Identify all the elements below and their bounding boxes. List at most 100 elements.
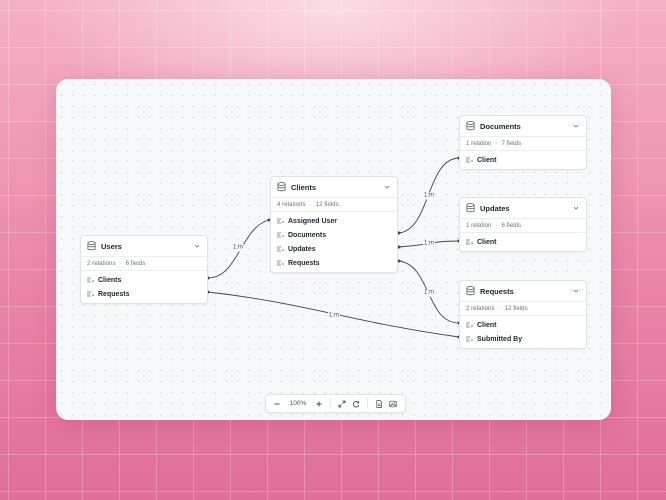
table-meta: 1 relation · 6 fields <box>460 219 586 233</box>
edge-label: 1:m <box>422 192 436 200</box>
database-icon <box>466 203 475 213</box>
table-card-users[interactable]: Users 2 relations · 6 fields Clients Req… <box>80 235 208 304</box>
file-icon <box>376 399 382 408</box>
fields-count: 12 fields <box>315 201 339 208</box>
zoom-in-button[interactable] <box>312 397 326 411</box>
zoom-out-button[interactable] <box>270 397 284 411</box>
field-list: Clients Requests <box>81 271 207 303</box>
meta-separator: · <box>498 305 501 312</box>
table-header[interactable]: Requests <box>460 281 586 302</box>
minus-icon <box>274 403 280 404</box>
table-title: Updates <box>480 203 510 213</box>
refresh-icon <box>352 400 360 407</box>
chevron-down-icon[interactable] <box>383 183 391 191</box>
field-list: Client <box>460 151 586 169</box>
table-card-clients[interactable]: Clients 4 relations · 12 fields Assigned… <box>270 176 398 273</box>
diagram-canvas[interactable]: 1:m 1:m 1:m 1:m 1:m Users 2 relations · … <box>56 79 611 420</box>
table-header[interactable]: Updates <box>460 198 586 219</box>
edge-label: 1:m <box>231 244 245 252</box>
field-name: Client <box>477 321 497 329</box>
field-list: Client <box>460 233 586 251</box>
export-pdf-button[interactable] <box>372 397 386 411</box>
table-card-requests[interactable]: Requests 2 relations · 12 fields Client … <box>459 280 587 349</box>
edge-dot <box>397 259 401 263</box>
database-icon <box>87 241 96 251</box>
fields-count: 6 fields <box>125 260 146 267</box>
edge-label: 1:m <box>422 240 436 248</box>
field-row[interactable]: Documents <box>271 228 397 242</box>
database-icon <box>466 286 475 296</box>
field-row[interactable]: Updates <box>271 242 397 256</box>
relation-field-icon <box>87 291 94 297</box>
chevron-down-icon[interactable] <box>572 204 580 212</box>
chevron-down-icon[interactable] <box>193 242 201 250</box>
relations-count: 1 relation <box>466 222 492 229</box>
field-name: Documents <box>288 231 327 239</box>
table-meta: 4 relations · 12 fields <box>271 198 397 212</box>
database-icon <box>466 121 475 131</box>
field-row[interactable]: Client <box>460 153 586 167</box>
table-header[interactable]: Documents <box>460 116 586 137</box>
field-name: Assigned User <box>288 217 338 225</box>
table-card-documents[interactable]: Documents 1 relation · 7 fields Client <box>459 115 587 170</box>
field-name: Clients <box>98 276 122 284</box>
zoom-level: 100% <box>289 400 307 407</box>
edge-dot <box>397 231 401 235</box>
field-row[interactable]: Client <box>460 318 586 332</box>
fields-count: 7 fields <box>501 140 522 147</box>
relation-field-icon <box>466 157 473 163</box>
fields-count: 6 fields <box>501 222 522 229</box>
meta-separator: · <box>309 201 312 208</box>
table-card-updates[interactable]: Updates 1 relation · 6 fields Client <box>459 197 587 252</box>
field-name: Requests <box>288 259 320 267</box>
field-name: Client <box>477 238 497 246</box>
field-row[interactable]: Requests <box>271 256 397 270</box>
relation-field-icon <box>466 322 473 328</box>
table-title: Clients <box>291 182 317 192</box>
table-title: Requests <box>480 286 514 296</box>
meta-separator: · <box>119 260 122 267</box>
relation-field-icon <box>277 232 284 238</box>
field-row[interactable]: Client <box>460 235 586 249</box>
relation-field-icon <box>277 260 284 266</box>
relations-count: 2 relations <box>87 260 116 267</box>
table-title: Documents <box>480 121 521 131</box>
table-meta: 2 relations · 6 fields <box>81 257 207 271</box>
relation-field-icon <box>277 218 284 224</box>
relations-count: 4 relations <box>277 201 306 208</box>
relation-field-icon <box>466 239 473 245</box>
image-icon <box>389 400 397 407</box>
relations-count: 2 relations <box>466 305 495 312</box>
fields-count: 12 fields <box>504 305 528 312</box>
field-list: Assigned User Documents Updates Requests <box>271 212 397 272</box>
relation-field-icon <box>277 246 284 252</box>
canvas-toolbar: 100% <box>265 394 406 413</box>
table-header[interactable]: Clients <box>271 177 397 198</box>
fit-view-button[interactable] <box>335 397 349 411</box>
meta-separator: · <box>495 222 498 229</box>
field-row[interactable]: Assigned User <box>271 214 397 228</box>
expand-icon <box>338 400 346 407</box>
field-list: Client Submitted By <box>460 316 586 348</box>
toolbar-divider <box>367 398 368 409</box>
field-row[interactable]: Requests <box>81 287 207 301</box>
edge-label: 1:m <box>422 289 436 297</box>
chevron-down-icon[interactable] <box>572 287 580 295</box>
table-title: Users <box>101 241 122 251</box>
field-row[interactable]: Clients <box>81 273 207 287</box>
table-header[interactable]: Users <box>81 236 207 257</box>
field-name: Requests <box>98 290 130 298</box>
reset-layout-button[interactable] <box>349 397 363 411</box>
table-meta: 1 relation · 7 fields <box>460 137 586 151</box>
edge-dot <box>397 245 401 249</box>
edge-label: 1:m <box>327 312 341 320</box>
relations-count: 1 relation <box>466 140 492 147</box>
database-icon <box>277 182 286 192</box>
plus-icon <box>316 401 322 406</box>
field-name: Client <box>477 156 497 164</box>
chevron-down-icon[interactable] <box>572 122 580 130</box>
edge-dot <box>267 218 271 222</box>
field-row[interactable]: Submitted By <box>460 332 586 346</box>
export-image-button[interactable] <box>386 397 400 411</box>
edge-users-clients <box>207 219 270 279</box>
